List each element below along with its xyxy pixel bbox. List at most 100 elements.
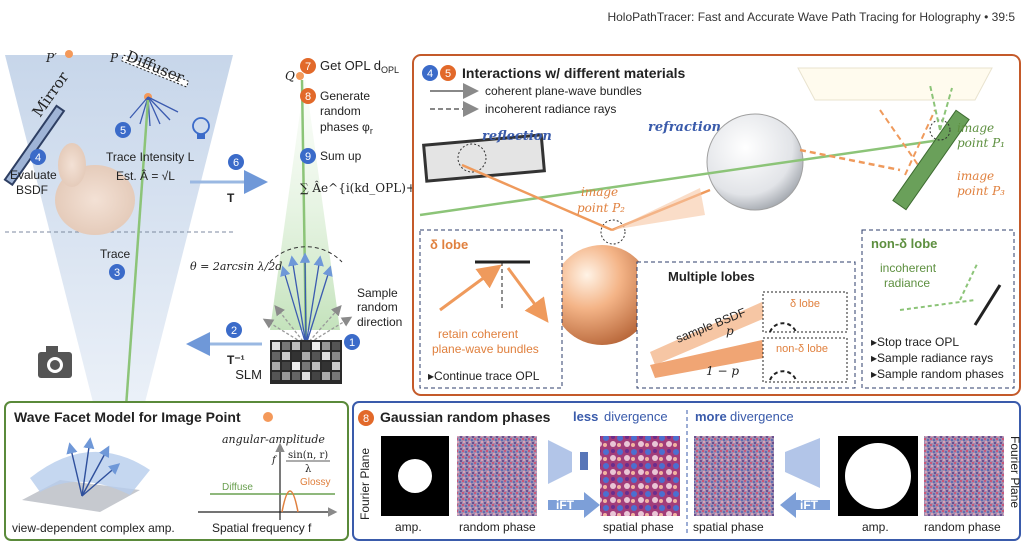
bsdf-label: BSDF <box>16 183 48 197</box>
glossy-label: Glossy <box>300 477 331 488</box>
lens-bar-left <box>580 452 588 470</box>
lens-icon-left <box>548 440 572 484</box>
delta-lobe-small-label: δ lobe <box>790 298 820 310</box>
ift-arrow-left <box>548 492 600 518</box>
light-bulb-icon <box>192 117 210 139</box>
sum-formula: ∑ Âe^{i(kd_OPL)+φ_r} <box>300 180 444 195</box>
lens-icon-right <box>785 438 820 488</box>
step-4-badge: 4 <box>30 149 46 165</box>
wave-facet-panel: Wave Facet Model for Image Point view-de… <box>4 401 349 541</box>
svg-text:6: 6 <box>233 157 239 169</box>
p3-label-b: point P₃ <box>957 184 1005 198</box>
ift-label-right: iFT <box>800 498 819 512</box>
middle-slm-panel: Q SLM 7 Get OPL dOPL 8 Generate random <box>190 58 444 384</box>
fx-denominator: λ <box>305 464 312 475</box>
amp-label-left: amp. <box>395 520 422 534</box>
non-delta-lobe-small-label: non-δ lobe <box>776 343 828 355</box>
page-ref: • 39:5 <box>984 10 1015 24</box>
q-label: Q <box>285 69 295 83</box>
glossy-lobe <box>612 188 705 230</box>
t-inverse-label: T⁻¹ <box>227 353 245 367</box>
p-prime-label: P′ <box>45 51 57 65</box>
left-camera-panel: Mirror Diffuser P′ P 4 Evaluate BSDF 5 T… <box>3 47 268 506</box>
green-ray <box>419 138 941 217</box>
legend-dashed-label: incoherent radiance rays <box>485 102 616 116</box>
sample-phases-label: ▸Sample random phases <box>871 367 1004 381</box>
refraction-label: refraction <box>648 120 721 135</box>
spatial-frequency-label: Spatial frequency f <box>212 521 312 535</box>
legend-solid-label: coherent plane-wave bundles <box>485 84 642 98</box>
green-dashed-up-2 <box>939 87 953 131</box>
copper-sphere <box>552 245 652 345</box>
fx-numerator: sin(n, r) <box>288 450 328 461</box>
trace-label: Trace <box>100 247 131 261</box>
diffuser-shape <box>120 54 190 88</box>
orange-ray-1 <box>461 163 613 232</box>
wave-facet-title: Wave Facet Model for Image Point <box>14 409 241 425</box>
running-header: HoloPathTracer: Fast and Accurate Wave P… <box>607 10 1015 24</box>
sample-bsdf-band <box>650 302 765 365</box>
outside-directions <box>262 304 353 346</box>
facet-dome <box>30 451 150 495</box>
retain-label-2: plane-wave bundles <box>432 342 539 356</box>
step-5-badge-b: 5 <box>440 65 456 81</box>
slm-grid <box>270 340 342 384</box>
q-point <box>296 72 304 80</box>
step-8-badge-b: 8 <box>358 410 374 426</box>
estimate-label: Est. Â = √L <box>116 168 175 183</box>
lower-band <box>650 340 764 378</box>
svg-text:7: 7 <box>305 61 311 73</box>
direction-label: direction <box>357 315 402 329</box>
svg-text:9: 9 <box>305 151 311 163</box>
spatial-phase-label-left: spatial phase <box>603 520 674 534</box>
fx-lhs: f <box>271 455 278 466</box>
svg-text:5: 5 <box>445 68 451 80</box>
fourier-plane-right: Fourier Plane <box>1008 436 1022 508</box>
sample-label: Sample <box>357 286 398 300</box>
more-label: more <box>695 409 727 424</box>
non-delta-lobe-small-box <box>762 337 848 383</box>
random-phase-label-left: random phase <box>459 520 536 534</box>
amp-aperture-right <box>845 443 911 509</box>
angle-arc <box>269 246 343 263</box>
interactions-panel: 4 5 Interactions w/ different materials … <box>412 54 1021 396</box>
step-7-badge: 7 <box>300 58 316 74</box>
delta-reflected <box>506 267 549 323</box>
svg-text:8: 8 <box>305 91 311 103</box>
amp-aperture-left <box>398 459 432 493</box>
ift-arrow-right <box>780 492 830 518</box>
fourier-plane-left: Fourier Plane <box>358 448 372 520</box>
random-phase-label-right: random phase <box>924 520 1001 534</box>
p-delta-label: p <box>726 324 734 338</box>
divergence-label-left: divergence <box>604 409 668 424</box>
interactions-title: Interactions w/ different materials <box>462 65 685 81</box>
view-dependent-label: view-dependent complex amp. <box>12 521 175 535</box>
continue-trace-label: ▸Continue trace OPL <box>428 369 540 383</box>
svg-text:1: 1 <box>349 337 355 349</box>
svg-text:2: 2 <box>231 325 237 337</box>
spatial-phase-image-left <box>600 436 680 516</box>
non-delta-surface <box>973 284 1002 326</box>
svg-text:4: 4 <box>427 68 433 80</box>
slm-label: SLM <box>235 367 262 382</box>
p2-label-a: image <box>581 185 618 199</box>
facet-vectors <box>66 437 121 497</box>
diffuse-label: Diffuse <box>222 482 253 493</box>
step-4-badge-b: 4 <box>422 65 438 81</box>
svg-text:5: 5 <box>120 125 126 137</box>
svg-text:4: 4 <box>35 152 41 164</box>
orange-ray-4 <box>904 109 936 176</box>
spatial-phase-image-right <box>694 436 774 516</box>
multiple-lobes-title: Multiple lobes <box>668 269 755 284</box>
svg-text:8: 8 <box>363 413 369 425</box>
step-6-badge: 6 <box>228 154 244 170</box>
gaussian-title: Gaussian random phases <box>380 409 551 425</box>
p-label: P <box>109 51 119 65</box>
p2-zoom-circle <box>600 219 626 245</box>
p2-label-b: point P₂ <box>577 201 625 215</box>
evaluate-label: Evaluate <box>10 168 57 182</box>
step-3-badge: 3 <box>109 264 125 280</box>
retain-label-1: retain coherent <box>438 327 519 341</box>
image-point-dot <box>263 412 273 422</box>
reflection-zoom-circle <box>457 143 487 173</box>
